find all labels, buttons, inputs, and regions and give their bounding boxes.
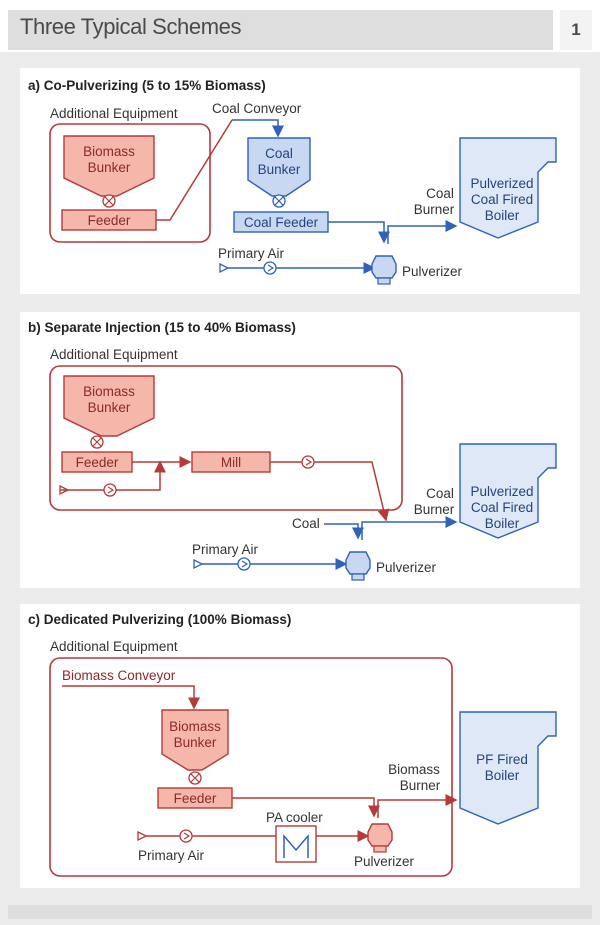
coal-burner-line [361, 516, 458, 540]
feeder-label: Feeder [76, 455, 119, 470]
additional-equipment-box [49, 123, 211, 243]
boiler-label-3: Boiler [485, 208, 520, 223]
pulverizer [371, 255, 397, 279]
fan-icon [237, 557, 251, 571]
coal-burner-label-2: Burner [414, 502, 455, 517]
boiler-label-3: Boiler [485, 516, 520, 531]
coal-conveyor-label: Coal Conveyor [212, 101, 302, 116]
boiler [459, 443, 557, 539]
biomass-bunker [161, 709, 229, 771]
pulverizer [367, 823, 393, 847]
boiler-label-2: Coal Fired [471, 192, 533, 207]
coal-burner-label-2: Burner [414, 202, 455, 217]
air-inlet-icon [193, 558, 204, 570]
coal-label: Coal [292, 516, 320, 531]
biomass-bunker [63, 135, 155, 197]
coal-burner-line [387, 220, 458, 244]
biomass-to-conveyor-line [156, 119, 233, 221]
biomass-bunker-label-1: Biomass [169, 719, 221, 734]
coal-feed-line [328, 221, 390, 244]
header: Three Typical Schemes 1 [0, 0, 600, 52]
coal-bunker-label-2: Bunker [258, 162, 301, 177]
figure-number: 1 [560, 10, 592, 50]
coal-conveyor-line [232, 119, 284, 138]
fan-icon [179, 829, 193, 843]
primary-air-label: Primary Air [192, 542, 259, 557]
coal-bunker [247, 137, 311, 197]
biomass-conveyor-label: Biomass Conveyor [62, 668, 176, 683]
biomass-bunker [63, 375, 155, 437]
biomass-bunker-label-2: Bunker [88, 400, 131, 415]
biomass-bunker-label-2: Bunker [174, 735, 217, 750]
mill-air-line [60, 460, 166, 491]
panel-a: a) Co-Pulverizing (5 to 15% Biomass) Add… [20, 68, 580, 294]
figure-title: Three Typical Schemes [20, 14, 242, 39]
biomass-bunker-label-1: Biomass [83, 384, 135, 399]
biomass-bunker-label-1: Biomass [83, 144, 135, 159]
coal-feeder-label: Coal Feeder [244, 215, 319, 230]
boiler-label-2: Coal Fired [471, 500, 533, 515]
pulverizer-label: Pulverizer [402, 264, 463, 279]
air-inlet-icon [219, 262, 230, 274]
boiler [459, 137, 557, 239]
feeder-label: Feeder [88, 213, 131, 228]
pulverizer-label: Pulverizer [354, 854, 415, 869]
pulverizer [345, 551, 371, 575]
coal-line [324, 523, 364, 540]
pa-cooler [275, 825, 317, 863]
panel-a-heading: a) Co-Pulverizing (5 to 15% Biomass) [28, 78, 266, 93]
additional-equipment-label: Additional Equipment [50, 106, 178, 121]
panel-c-diagram: c) Dedicated Pulverizing (100% Biomass) … [28, 612, 557, 877]
biomass-burner-label-1: Biomass [388, 762, 440, 777]
additional-equipment-label: Additional Equipment [50, 347, 178, 362]
coal-bunker-label-1: Coal [265, 146, 293, 161]
boiler-label-2: Boiler [485, 768, 520, 783]
biomass-conveyor-line [62, 685, 200, 710]
mill-to-burner-line [270, 461, 390, 522]
feeder-to-pulverizer-line [232, 797, 380, 818]
panel-c: c) Dedicated Pulverizing (100% Biomass) … [20, 604, 580, 888]
fan-icon [301, 455, 315, 469]
primary-air-label: Primary Air [138, 848, 205, 863]
mill-label: Mill [221, 455, 241, 470]
boiler-label-1: PF Fired [476, 752, 528, 767]
title-band [8, 10, 553, 50]
panel-b-diagram: b) Separate Injection (15 to 40% Biomass… [28, 320, 557, 581]
panel-b-heading: b) Separate Injection (15 to 40% Biomass… [28, 320, 296, 335]
primary-air-label: Primary Air [218, 246, 285, 261]
air-inlet-icon [59, 484, 70, 496]
air-inlet-icon [137, 830, 148, 842]
boiler-label-1: Pulverized [470, 484, 533, 499]
panel-a-diagram: a) Co-Pulverizing (5 to 15% Biomass) Add… [28, 78, 557, 285]
fan-icon [263, 261, 277, 275]
pulverizer-label: Pulverizer [376, 560, 437, 575]
biomass-burner-label-2: Burner [400, 778, 441, 793]
pa-cooler-label: PA cooler [266, 810, 323, 825]
additional-equipment-box [49, 365, 403, 511]
footer-band [8, 905, 592, 919]
boiler [459, 711, 557, 825]
coal-burner-label-1: Coal [426, 486, 454, 501]
boiler-label-1: Pulverized [470, 176, 533, 191]
biomass-burner-line [377, 794, 458, 818]
panel-c-heading: c) Dedicated Pulverizing (100% Biomass) [28, 612, 291, 627]
cooling-coil-icon [283, 833, 309, 858]
additional-equipment-label: Additional Equipment [50, 639, 178, 654]
coal-burner-label-1: Coal [426, 186, 454, 201]
fan-icon [103, 483, 117, 497]
additional-equipment-box [49, 657, 453, 877]
feeder-label: Feeder [174, 791, 217, 806]
panel-b: b) Separate Injection (15 to 40% Biomass… [20, 312, 580, 588]
biomass-bunker-label-2: Bunker [88, 160, 131, 175]
